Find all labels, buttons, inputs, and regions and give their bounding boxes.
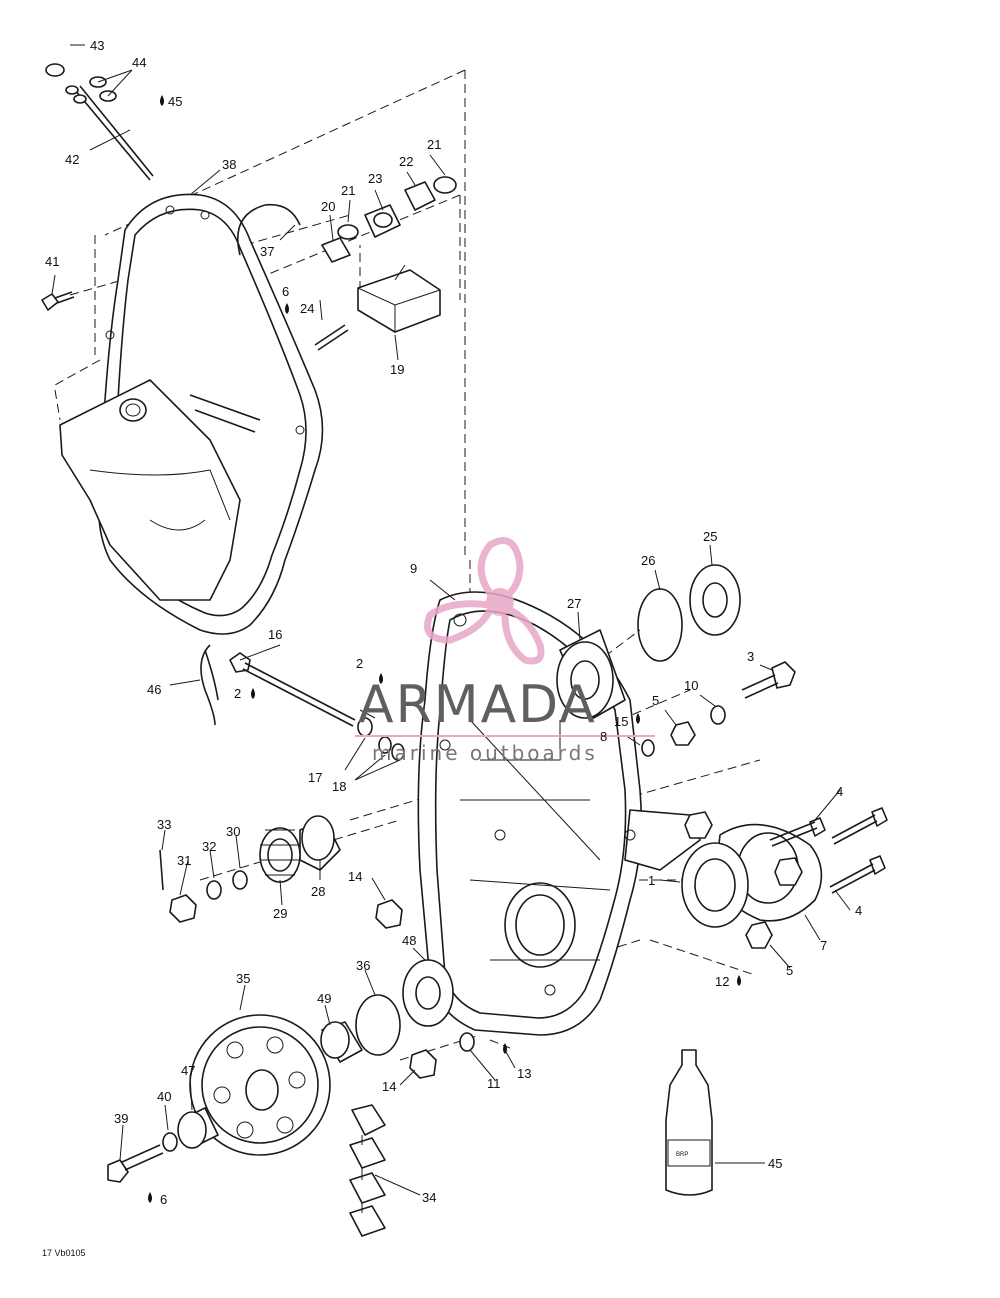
svg-text:BRP: BRP [676,1152,688,1158]
callout: 49 [317,991,331,1006]
callout: 22 [399,154,413,169]
callout: 32 [202,839,216,854]
callout: 1 [648,873,655,888]
callout: 45 [768,1156,782,1171]
callout: 44 [132,55,146,70]
callout: 15 [614,714,628,729]
callout: 27 [567,596,581,611]
callout: 12 [715,974,729,989]
callout: 2 [234,686,241,701]
callout: 48 [402,933,416,948]
callout: 19 [390,362,404,377]
callout: 13 [517,1066,531,1081]
callout: 46 [147,682,161,697]
oil-bottle-45: BRP [665,1049,713,1196]
chaincase-cover [59,193,324,635]
right-cover-assembly [681,807,888,949]
callout: 35 [236,971,250,986]
callout: 20 [321,199,335,214]
callout: 31 [177,853,191,868]
callout: 14 [382,1079,396,1094]
callout: 16 [268,627,282,642]
seal-25 [689,564,741,636]
callout: 9 [410,561,417,576]
nut-14-upper [375,899,403,929]
callout: 5 [786,963,793,978]
drawing-code: 17 Vb0105 [42,1248,86,1258]
snap-ring-26 [637,588,683,662]
callout: 40 [157,1089,171,1104]
callout: 21 [341,183,355,198]
callout: 4 [836,784,843,799]
callout: 45 [168,94,182,109]
callout: 41 [45,254,59,269]
callout: 29 [273,906,287,921]
callout: 34 [422,1190,436,1205]
callout: 6 [160,1192,167,1207]
callout: 4 [855,903,862,918]
small-sprocket-assembly [159,815,341,923]
leader-lines [51,44,851,1196]
watermark-title: ARMADA [358,675,597,735]
upper-right-hardware [641,661,796,757]
armada-watermark: ARMADA marine outboards [355,537,655,765]
callout: 14 [348,869,362,884]
bolt-16 [229,652,405,761]
lower-bearings [320,959,475,1079]
callout: 47 [181,1063,195,1078]
callout: 6 [282,284,289,299]
bearing-27 [556,629,626,721]
callout: 8 [600,729,607,744]
callout: 38 [222,157,236,172]
callout: 23 [368,171,382,186]
bracket-19 [314,269,441,351]
callout: 37 [260,244,274,259]
callout: 5 [652,693,659,708]
callout: 21 [427,137,441,152]
callout: 30 [226,824,240,839]
callout: 26 [641,553,655,568]
callout: 7 [820,938,827,953]
chaincase-housing [417,591,701,1036]
callout: 25 [703,529,717,544]
adhesive-drop-icons [148,95,741,1203]
callout: 11 [487,1076,501,1091]
callout: 24 [300,301,314,316]
bolt-41 [41,291,75,311]
propeller-logo [424,537,545,665]
callout: 17 [308,770,322,785]
watermark-subtitle: marine outboards [372,741,598,765]
callout: 33 [157,817,171,832]
chain-34 [349,1104,386,1237]
retaining-pin-46 [200,644,219,726]
lower-shaft-hardware [107,1107,219,1183]
wire-37 [236,203,301,256]
callout: 39 [114,1111,128,1126]
callout: 2 [356,656,363,671]
callout: 18 [332,779,346,794]
callout-labels: 43 44 45 42 38 41 21 22 23 21 20 37 6 24… [45,38,862,1207]
callout: 43 [90,38,104,53]
callout: 10 [684,678,698,693]
callout: 42 [65,152,79,167]
upper-bearings [321,176,457,263]
callout: 28 [311,884,325,899]
large-sprocket-35 [189,1014,331,1156]
callout: 36 [356,958,370,973]
callout: 3 [747,649,754,664]
